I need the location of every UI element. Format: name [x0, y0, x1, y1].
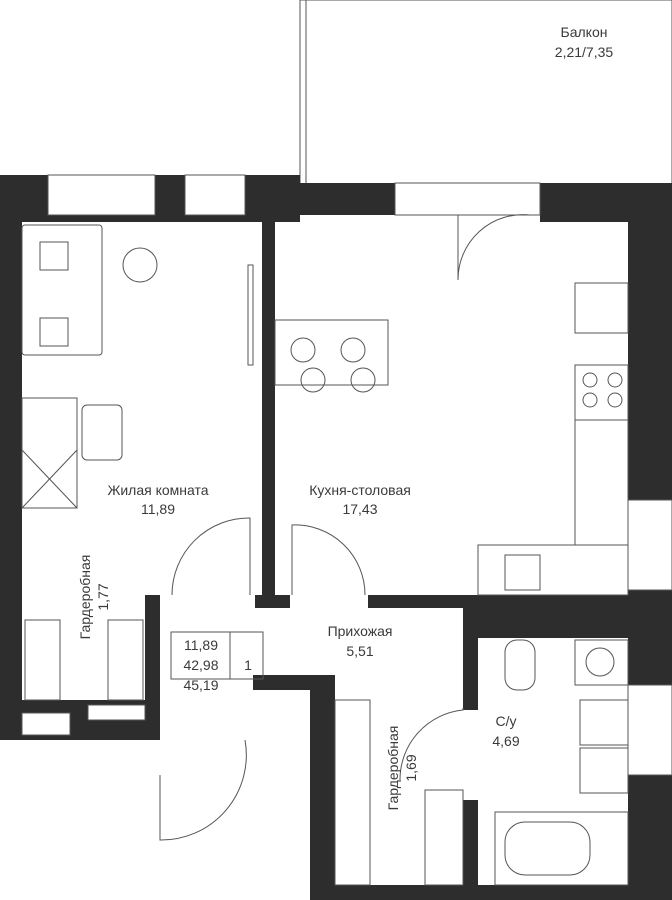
hall-area: 5,51 [346, 643, 373, 659]
balcony-area: 2,21/7,35 [555, 44, 614, 60]
desk [21, 397, 78, 509]
bathroom-name: С/у [496, 713, 517, 729]
kitchen-name: Кухня-столовая [309, 482, 411, 498]
coffee-table [122, 247, 158, 283]
living-room-area: 11,89 [141, 501, 175, 517]
living-room-name: Жилая комната [107, 482, 208, 498]
sink [504, 554, 541, 591]
rooms-count: 1 [244, 657, 252, 673]
toilet [504, 639, 536, 691]
bathroom-area: 4,69 [492, 733, 519, 749]
washing-machine [574, 639, 629, 686]
wardrobe1-name: Гардеробная [77, 555, 93, 640]
doors [159, 214, 531, 841]
hall-name: Прихожая [328, 623, 393, 639]
dining-table [274, 319, 389, 386]
kitchen-area: 17,43 [342, 501, 377, 517]
tv [247, 264, 254, 366]
fridge [574, 282, 629, 334]
balcony-area [299, 0, 672, 185]
sofa [21, 224, 103, 356]
bath-sink [579, 699, 629, 746]
total-area-value: 42,98 [183, 657, 218, 673]
wardrobe2-name: Гардеробная [385, 726, 401, 811]
stove [574, 364, 629, 421]
bathtub [494, 811, 629, 886]
total-with-balcony-value: 45,19 [183, 677, 218, 693]
walls [0, 175, 672, 900]
wardrobe1-area: 1,77 [95, 583, 111, 610]
balcony-name: Балкон [561, 24, 608, 40]
kitchen-counter [477, 544, 629, 596]
chair [81, 404, 123, 461]
pillow-icon [39, 241, 69, 271]
wardrobe-shelf [24, 619, 61, 701]
living-area-value: 11,89 [184, 637, 218, 653]
summary-box: 11,89 42,98 45,19 1 [170, 631, 264, 693]
furniture [21, 224, 629, 886]
wardrobe2-area: 1,69 [403, 754, 419, 781]
